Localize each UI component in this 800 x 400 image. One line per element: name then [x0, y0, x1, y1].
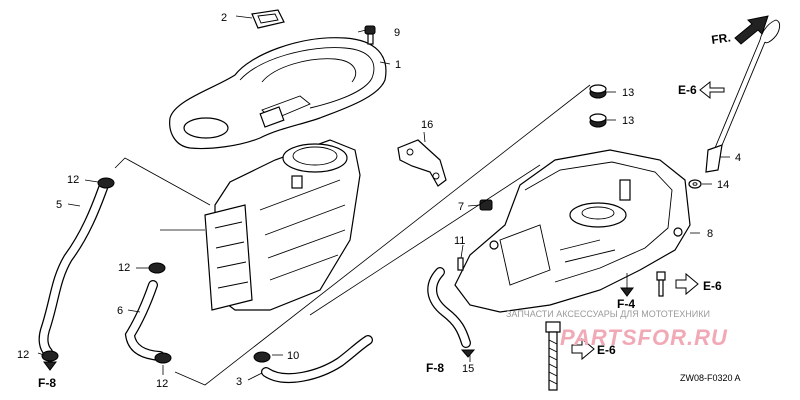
clamp-part-10 [253, 351, 271, 363]
label-part-13-upper: 13 [622, 87, 634, 99]
seal-part-13-upper [589, 84, 607, 99]
hose-part-15 [427, 267, 471, 348]
label-part-7: 7 [458, 201, 464, 213]
label-part-12-c: 12 [17, 349, 29, 361]
arrow-down-f8-left [43, 361, 57, 371]
pin-part-11 [457, 257, 464, 271]
ref-f8-mid: F-8 [426, 361, 444, 375]
hose-part-5 [38, 183, 108, 357]
clip-part-9 [364, 25, 376, 45]
e6-low-arrow [571, 337, 595, 361]
bolt-bottom [545, 321, 561, 391]
label-part-11: 11 [454, 235, 465, 247]
ref-e6-top: E-6 [678, 83, 697, 97]
bracket-part-16 [397, 139, 447, 187]
label-part-15: 15 [462, 363, 474, 375]
e6-mid-arrow [675, 272, 699, 296]
label-part-14: 14 [717, 179, 729, 191]
label-part-1: 1 [395, 59, 401, 71]
label-part-12-b: 12 [118, 262, 130, 274]
label-part-2: 2 [221, 12, 227, 24]
label-part-10: 10 [287, 350, 299, 362]
lower-case-part-8 [454, 149, 691, 313]
e6-top-arrow [699, 80, 725, 100]
ref-f4: F-4 [617, 297, 635, 311]
clamp-part-12-d [154, 352, 172, 364]
label-part-9: 9 [394, 27, 400, 39]
watermark-brand: PARTSFOR.RU [560, 325, 728, 350]
arrow-down-f4 [620, 287, 634, 297]
hose-part-3 [261, 335, 373, 384]
ref-f8-left: F-8 [38, 376, 56, 390]
ref-e6-low: E-6 [597, 343, 616, 357]
label-part-3: 3 [236, 376, 242, 388]
fr-arrow [734, 15, 769, 45]
engine-top-cover [169, 37, 387, 150]
arrow-down-f8-mid [460, 349, 476, 358]
label-part-8: 8 [707, 228, 713, 240]
dipstick-part-4 [705, 19, 781, 173]
ref-e6-mid: E-6 [703, 279, 722, 293]
label-part-16: 16 [421, 119, 433, 131]
plug-part-7 [479, 199, 493, 211]
clamp-part-12-b [148, 262, 166, 274]
seal-part-13-lower [589, 113, 607, 128]
drawing-code: ZW08-F0320 A [680, 373, 741, 383]
hose-part-6 [124, 280, 165, 361]
label-part-4: 4 [735, 152, 741, 164]
label-part-6: 6 [117, 305, 123, 317]
label-part-5: 5 [56, 199, 62, 211]
watermark-text: ЗАПЧАСТИ АКСЕССУАРЫ ДЛЯ МОТОТЕХНИКИ [506, 309, 710, 319]
clamp-part-12-a [97, 177, 115, 189]
label-part-13-lower: 13 [622, 115, 634, 127]
grommet-part-2 [251, 9, 285, 29]
label-part-12-a: 12 [67, 174, 79, 186]
washer-part-14 [688, 179, 702, 189]
label-part-12-d: 12 [156, 378, 168, 390]
leader-lines [37, 15, 730, 386]
direction-label: FR. [710, 30, 731, 47]
clamp-part-12-c [41, 350, 59, 362]
bolt-part-f4 [656, 271, 666, 297]
intake-silencer [204, 139, 361, 311]
